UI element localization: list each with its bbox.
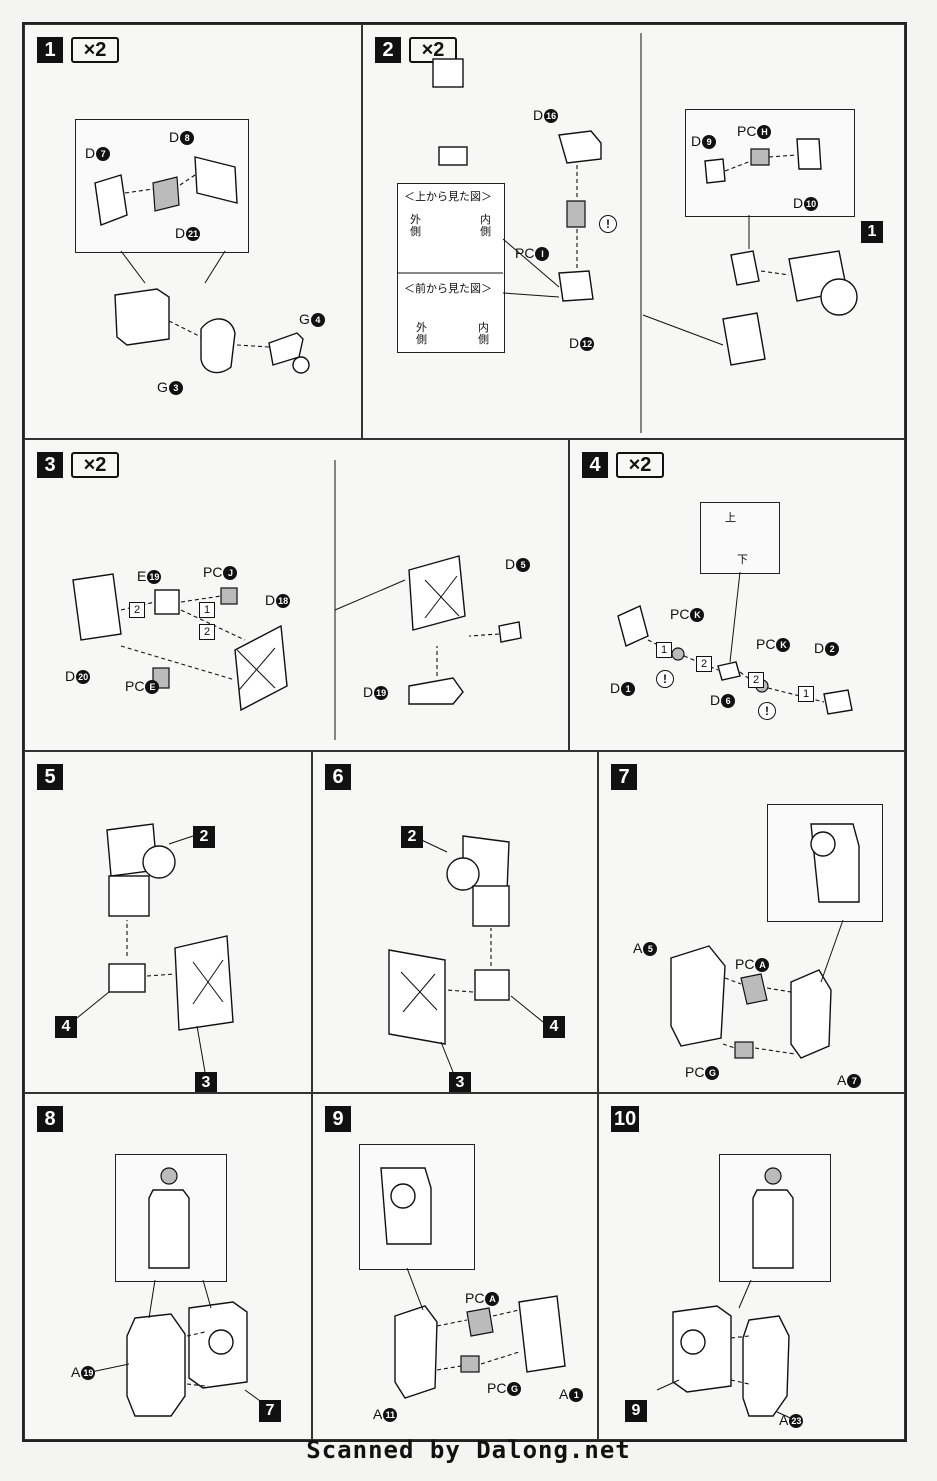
up-label: 上 — [725, 512, 736, 524]
step-number: 9 — [325, 1106, 351, 1132]
step-reference: 3 — [449, 1072, 471, 1092]
step-5-panel: 5 2 4 3 — [24, 751, 312, 1093]
inner-side-label: 内側 — [478, 322, 489, 346]
outer-side-label: 外側 — [416, 322, 427, 346]
step-number: 4 — [582, 452, 608, 478]
warning-icon: ! — [758, 702, 776, 720]
sub-step-marker: 2 — [696, 656, 712, 672]
step-1-drawing — [94, 156, 310, 374]
quantity-badge: ×2 — [71, 37, 119, 63]
step-reference: 4 — [55, 1016, 77, 1038]
outer-side-label: 外側 — [410, 214, 421, 238]
scan-credit: Scanned by Dalong.net — [306, 1436, 631, 1464]
step-2-drawing — [397, 33, 858, 433]
warning-icon: ! — [656, 670, 674, 688]
sub-step-marker: 1 — [798, 686, 814, 702]
step-8-drawing — [90, 1167, 268, 1417]
step-number: 6 — [325, 764, 351, 790]
front-view-title: ＜前から見た図＞ — [404, 283, 492, 295]
sub-step-marker: 2 — [748, 672, 764, 688]
step-number: 5 — [37, 764, 63, 790]
step-number: 10 — [611, 1106, 640, 1132]
step-reference: 2 — [193, 826, 215, 848]
step-reference: 2 — [401, 826, 423, 848]
orientation-inset: 上 下 — [700, 502, 780, 574]
step-reference: 1 — [861, 221, 883, 243]
step-9-drawing — [380, 1167, 566, 1399]
step-number: 2 — [375, 37, 401, 63]
quantity-badge: ×2 — [616, 452, 664, 478]
step-reference: 3 — [195, 1072, 217, 1092]
top-view-title: ＜上から見た図＞ — [404, 191, 492, 203]
sub-step-marker: 1 — [199, 602, 215, 618]
inner-side-label: 内側 — [480, 214, 491, 238]
step-number: 8 — [37, 1106, 63, 1132]
step-10-drawing — [656, 1167, 796, 1421]
sub-step-marker: 2 — [129, 602, 145, 618]
step-reference: 4 — [543, 1016, 565, 1038]
step-5-drawing — [76, 823, 234, 1073]
step-number: 1 — [37, 37, 63, 63]
step-6-drawing — [388, 835, 544, 1073]
warning-icon: ! — [599, 215, 617, 233]
sub-step-marker: 2 — [199, 624, 215, 640]
step-reference: 7 — [259, 1400, 281, 1422]
view-diagram-box: ＜上から見た図＞ 外側 内側 ＜前から見た図＞ 外側 内側 — [397, 183, 505, 353]
step-reference: 9 — [625, 1400, 647, 1422]
step-4-drawing — [617, 571, 853, 715]
step-number: 3 — [37, 452, 63, 478]
step-6-panel: 6 2 4 3 — [312, 751, 598, 1093]
step-number: 7 — [611, 764, 637, 790]
sub-step-marker: 1 — [656, 642, 672, 658]
down-label: 下 — [737, 554, 748, 566]
step-7-drawing — [670, 823, 860, 1059]
step-3-drawing — [72, 460, 522, 740]
quantity-badge: ×2 — [71, 452, 119, 478]
step-2-panel: 2 ×2 ＜上から見た図＞ 外側 内側 ＜前から見た図＞ 外側 内側 — [362, 24, 905, 439]
